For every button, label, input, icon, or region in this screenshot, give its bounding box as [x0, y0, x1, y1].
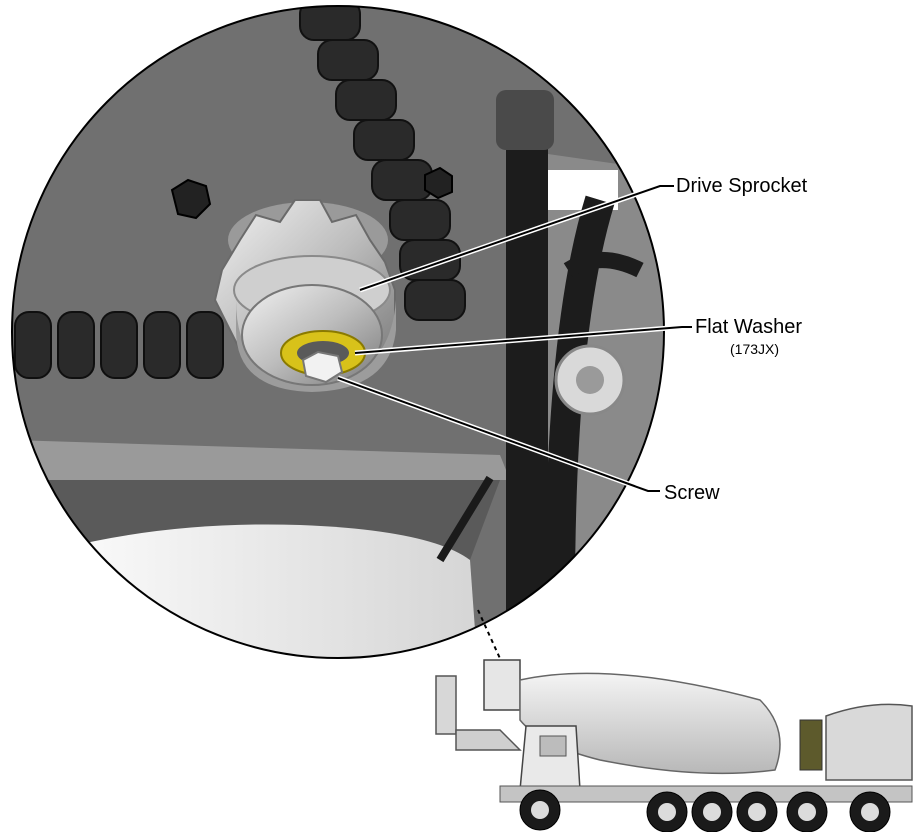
callout-leaders [337, 183, 692, 494]
screw-label: Screw [664, 482, 720, 504]
flat-washer-part-number: (173JX) [730, 341, 780, 357]
chain-vertical [299, 6, 466, 321]
belt-horizontal [14, 311, 224, 379]
flat-washer-label: Flat Washer [695, 316, 803, 338]
screw-head [301, 350, 344, 384]
concrete-mixer-truck [435, 659, 913, 832]
drive-sprocket [213, 199, 396, 392]
drive-sprocket-label: Drive Sprocket [676, 175, 808, 197]
